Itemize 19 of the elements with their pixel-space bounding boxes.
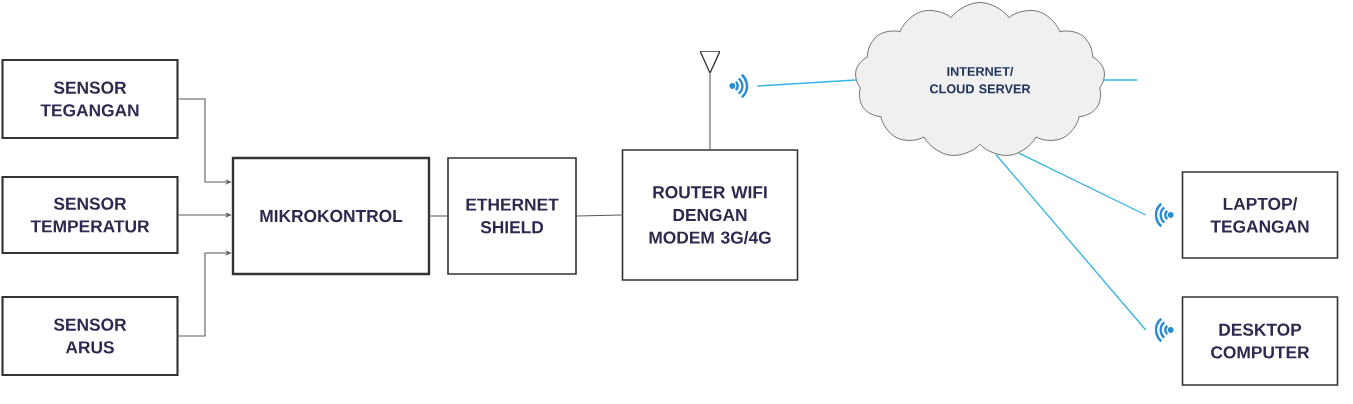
antenna-icon (700, 51, 720, 73)
process-box: DESKTOP COMPUTER (1181, 296, 1339, 386)
connector-line (576, 214, 623, 217)
process-box: SENSOR TEMPERATUR (1, 175, 179, 255)
process-box: MIKROKONTROL (231, 156, 431, 276)
process-box: ETHERNET SHIELD (447, 157, 577, 275)
process-box: LAPTOP/ TEGANGAN (1181, 171, 1339, 259)
connector-line (1018, 152, 1147, 216)
process-box: SENSOR ARUS (1, 295, 179, 377)
wifi-signal-icon (1154, 317, 1174, 343)
connector-line (756, 79, 857, 87)
process-box: SENSOR TEGANGAN (1, 58, 179, 140)
process-box: ROUTER WIFI DENGAN MODEM 3G/4G (621, 149, 799, 281)
connector-line (995, 153, 1147, 331)
wifi-signal-icon (1154, 202, 1174, 228)
connector-line (429, 215, 448, 217)
connector-line (1103, 79, 1138, 81)
wifi-signal-icon (729, 73, 749, 99)
connector-line (709, 72, 711, 150)
